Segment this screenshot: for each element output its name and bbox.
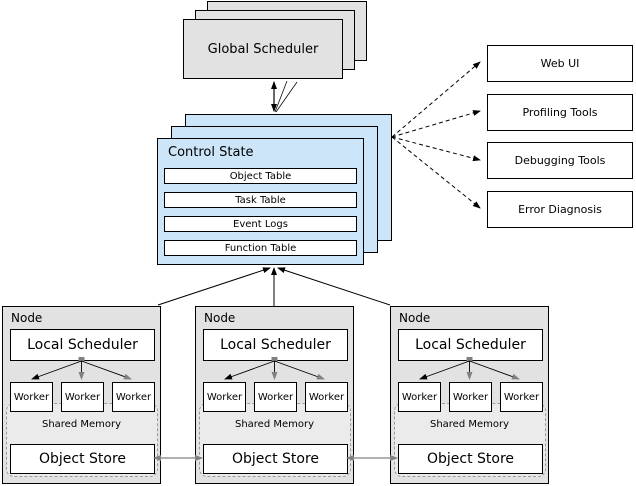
local-scheduler-box: Local Scheduler xyxy=(203,329,348,361)
task-table-row: Task Table xyxy=(164,192,357,208)
node-box: Node Local Scheduler Worker Worker Worke… xyxy=(2,306,161,484)
arrow-node3-cs xyxy=(277,267,391,306)
event-logs-row: Event Logs xyxy=(164,216,357,232)
shared-memory-label: Shared Memory xyxy=(41,419,122,430)
worker-box: Worker xyxy=(61,382,104,412)
node-title: Node xyxy=(11,311,43,325)
object-store-box: Object Store xyxy=(10,444,155,474)
profiling-tools-box: Profiling Tools xyxy=(487,94,633,131)
line-gs-cs-replica xyxy=(274,80,288,113)
worker-box: Worker xyxy=(500,382,543,412)
object-store-box: Object Store xyxy=(398,444,543,474)
local-scheduler-box: Local Scheduler xyxy=(398,329,543,361)
node-box: Node Local Scheduler Worker Worker Worke… xyxy=(390,306,549,484)
node-box: Node Local Scheduler Worker Worker Worke… xyxy=(195,306,354,484)
function-table-row: Function Table xyxy=(164,240,357,256)
control-state-title: Control State xyxy=(168,145,254,160)
worker-box: Worker xyxy=(398,382,441,412)
arrow-cs-error xyxy=(391,136,481,209)
worker-box: Worker xyxy=(203,382,246,412)
line-gs-cs-replica xyxy=(275,81,298,113)
error-diagnosis-box: Error Diagnosis xyxy=(487,191,633,228)
arrow-cs-debugging xyxy=(391,136,481,162)
web-ui-box: Web UI xyxy=(487,45,633,82)
arrow-cs-profiling xyxy=(391,110,481,138)
node-title: Node xyxy=(204,311,236,325)
node-title: Node xyxy=(399,311,431,325)
worker-box: Worker xyxy=(305,382,348,412)
object-table-row: Object Table xyxy=(164,168,357,184)
arrow-cs-web-ui xyxy=(391,61,481,138)
worker-box: Worker xyxy=(254,382,297,412)
object-store-box: Object Store xyxy=(203,444,348,474)
shared-memory-label: Shared Memory xyxy=(234,419,315,430)
local-scheduler-box: Local Scheduler xyxy=(10,329,155,361)
shared-memory-label: Shared Memory xyxy=(429,419,510,430)
debugging-tools-box: Debugging Tools xyxy=(487,142,633,179)
worker-box: Worker xyxy=(112,382,155,412)
control-state-box: Control State Object Table Task Table Ev… xyxy=(157,138,364,265)
worker-box: Worker xyxy=(10,382,53,412)
global-scheduler-box: Global Scheduler xyxy=(183,19,343,79)
arrow-node1-cs xyxy=(157,267,271,306)
worker-box: Worker xyxy=(449,382,492,412)
